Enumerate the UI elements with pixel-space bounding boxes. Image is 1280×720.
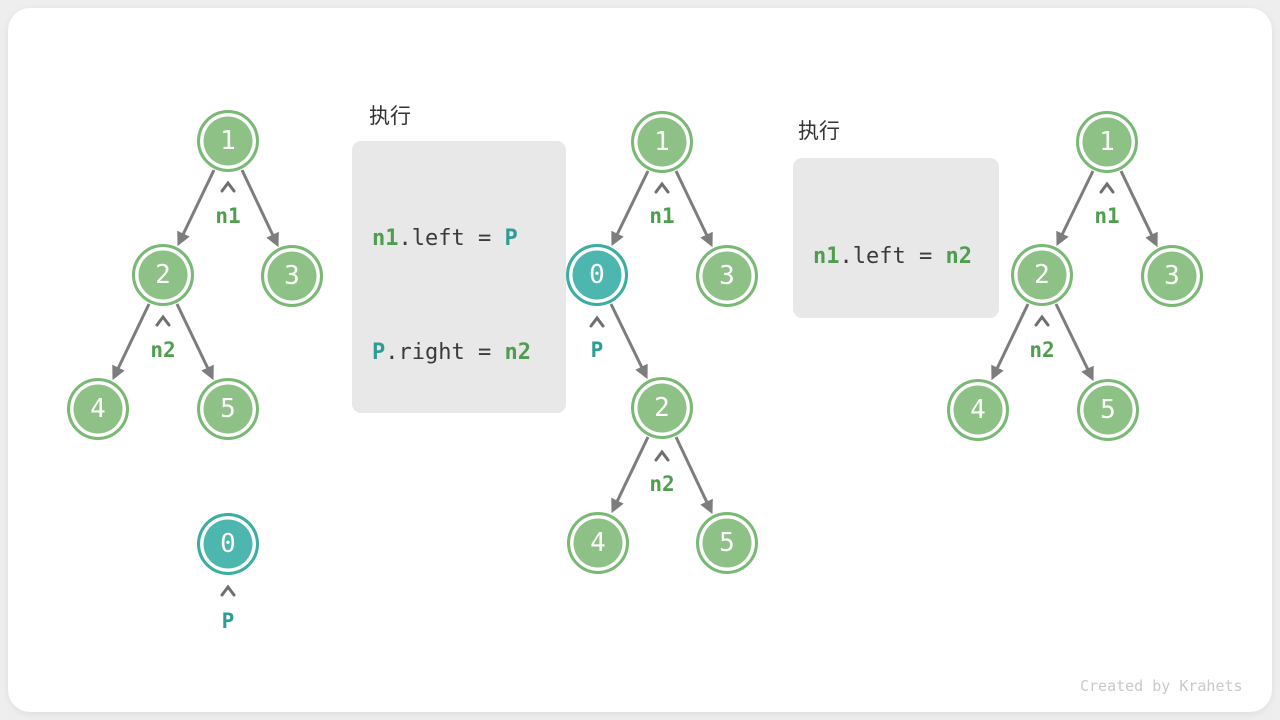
pointer-label-n1: n1: [215, 204, 241, 228]
edge-1-3: [674, 170, 713, 248]
code-block-1: n1.left = P P.right = n2: [352, 141, 566, 413]
tree-before-edges: [112, 169, 279, 381]
code-line: n1.left = n2: [813, 238, 979, 276]
tree-during-node-p: 0: [566, 244, 628, 306]
tree-before-node-left-left: 4: [67, 378, 129, 440]
exec-label-2: 执行: [798, 119, 840, 143]
caret-up-icon: [220, 180, 236, 193]
edge-2-5: [175, 303, 214, 381]
tree-after-edges: [991, 170, 1158, 382]
edge-2-4: [991, 303, 1030, 381]
tree-after-node-root: 1: [1076, 111, 1138, 173]
exec-label-1: 执行: [369, 104, 411, 128]
tree-after-node-left: 2: [1011, 244, 1073, 306]
code-token-var: n1: [813, 244, 840, 269]
tree-during-node-sub-right: 5: [696, 512, 758, 574]
caret-up-icon: [654, 449, 670, 462]
caret-up-icon: [155, 314, 171, 327]
edge-1-2: [1056, 170, 1095, 247]
watermark-credit: Created by Krahets: [1080, 677, 1243, 695]
caret-up-icon: [589, 315, 605, 328]
pointer-label-p: P: [590, 338, 604, 362]
tree-before-node-right: 3: [261, 245, 323, 307]
tree-before-node-root: 1: [197, 110, 259, 172]
pointer-label-n2: n2: [649, 472, 675, 496]
edge-1-3: [1119, 170, 1158, 248]
pointer-carets: [155, 180, 1115, 597]
code-token-var: n2: [945, 244, 972, 269]
pointer-label-n1: n1: [1094, 204, 1120, 228]
caret-up-icon: [1034, 314, 1050, 327]
code-line: n1.left = P: [372, 220, 546, 258]
pointer-label-p: P: [221, 609, 235, 633]
caret-up-icon: [654, 181, 670, 194]
code-token-var: P: [372, 340, 386, 365]
code-token-var: n1: [372, 226, 399, 251]
code-token-op: .left =: [839, 244, 946, 269]
tree-during-node-sub-left: 4: [567, 512, 629, 574]
edge-1-3: [240, 169, 279, 248]
code-token-var: n2: [504, 340, 531, 365]
edge-2-4: [611, 436, 650, 514]
caret-up-icon: [220, 584, 236, 597]
pointer-label-n2: n2: [1029, 338, 1055, 362]
edge-1-2: [177, 169, 216, 247]
tree-after-node-left-right: 5: [1077, 379, 1139, 441]
edge-2-5: [1054, 303, 1094, 382]
code-block-2: n1.left = n2: [793, 158, 999, 318]
code-token-op: .right =: [385, 340, 505, 365]
edge-2-4: [112, 303, 151, 381]
tree-during-node-right: 3: [696, 245, 758, 307]
code-token-op: .left =: [398, 226, 505, 251]
tree-during-node-sub-root: 2: [631, 377, 693, 439]
pointer-label-n2: n2: [150, 338, 176, 362]
caret-up-icon: [1099, 181, 1115, 194]
tree-after-node-left-left: 4: [947, 379, 1009, 441]
edge-0-2: [609, 303, 648, 380]
edge-2-5: [674, 436, 713, 515]
code-token-var: P: [504, 226, 518, 251]
tree-during-edges: [609, 170, 713, 515]
code-line: P.right = n2: [372, 334, 546, 372]
tree-before-node-left: 2: [132, 244, 194, 306]
tree-after-node-right: 3: [1141, 245, 1203, 307]
pointer-label-n1: n1: [649, 204, 675, 228]
edge-1-0: [611, 170, 650, 247]
tree-before-node-p: 0: [197, 513, 259, 575]
tree-before-node-left-right: 5: [197, 378, 259, 440]
tree-during-node-root: 1: [631, 111, 693, 173]
